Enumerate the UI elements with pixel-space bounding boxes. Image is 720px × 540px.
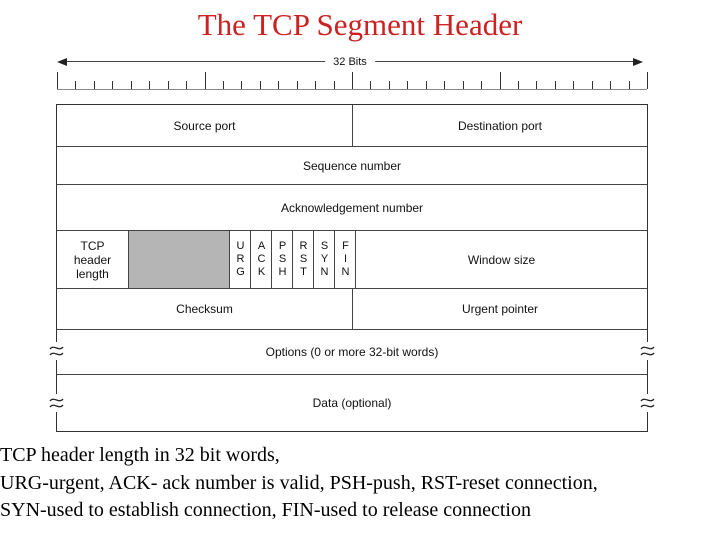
tcp-segment-table: Source port Destination port Sequence nu… [49,104,655,432]
ruler-tick [93,81,95,89]
ruler-tick [481,81,483,89]
ruler-tick [388,81,390,89]
ruler-tick [591,81,593,89]
ruler-tick [370,81,372,89]
ruler-tick [186,81,188,89]
ruler-tick [352,72,353,89]
ruler-tick [204,72,206,89]
ruler-tick [222,81,224,89]
ruler-tick [75,81,77,89]
row-sequence-number: Sequence number [57,146,647,184]
ruler-tick [536,81,538,89]
ruler-tick [425,81,427,89]
bits-span-arrow: 32 Bits [57,55,643,69]
break-mark-icon [640,342,655,360]
ruler-tick [647,72,648,89]
ruler-tick [407,81,409,89]
field-sequence-number: Sequence number [302,158,402,173]
ruler-tick [499,72,501,89]
ruler-tick [296,81,298,89]
field-checksum: Checksum [57,289,353,329]
ruler-tick [554,81,556,89]
ruler-tick [112,81,114,89]
ruler-tick [241,81,243,89]
row-checksum: Checksum Urgent pointer [57,288,647,329]
footnote-line: SYN-used to establish connection, FIN-us… [0,499,531,521]
row-flags: TCP header length URG ACK PSH RST SYN FI… [57,230,647,288]
ruler-tick [462,81,464,89]
flag-urg: URG [230,231,251,288]
reserved-shaded-cell [129,231,230,288]
ruler-tick [333,81,335,89]
field-acknowledgement-number: Acknowledgement number [280,200,424,215]
flag-ack: ACK [251,231,272,288]
field-source-port: Source port [57,105,353,146]
ruler-tick [315,81,317,89]
footnote-line: TCP header length in 32 bit words, [0,444,280,466]
ruler-tick [57,72,58,89]
field-data: Data (optional) [312,396,392,410]
flag-syn: SYN [314,231,335,288]
row-options: Options (0 or more 32-bit words) [57,329,647,374]
bit-ruler [57,72,648,90]
flag-psh: PSH [272,231,293,288]
arrowhead-right-icon [633,57,643,66]
bits-label: 32 Bits [325,55,375,69]
ruler-tick [517,81,519,89]
ruler-tick [259,81,261,89]
page-title: The TCP Segment Header [197,7,523,42]
field-tcp-header-length: TCP header length [57,231,129,288]
flag-rst: RST [293,231,314,288]
row-data: Data (optional) [57,374,647,431]
ruler-tick [444,81,446,89]
ruler-tick [149,81,151,89]
ruler-tick [167,81,169,89]
field-window-size: Window size [467,252,536,267]
ruler-tick [628,81,630,89]
ruler-tick [278,81,280,89]
arrowhead-left-icon [57,57,67,66]
footnote-line: URG-urgent, ACK- ack number is valid, PS… [0,471,598,494]
ruler-tick [573,81,575,89]
row-ports: Source port Destination port [57,105,647,146]
break-mark-icon [49,394,64,412]
row-acknowledgement-number: Acknowledgement number [57,184,647,230]
field-destination-port: Destination port [457,118,543,133]
ruler-tick [130,81,132,89]
field-options: Options (0 or more 32-bit words) [265,345,439,359]
footnotes: TCP header length in 32 bit words, URG-u… [0,442,716,525]
ruler-tick [610,81,612,89]
flag-fin: FIN [335,231,356,288]
break-mark-icon [49,342,64,360]
break-mark-icon [640,394,655,412]
field-urgent-pointer: Urgent pointer [461,302,539,316]
